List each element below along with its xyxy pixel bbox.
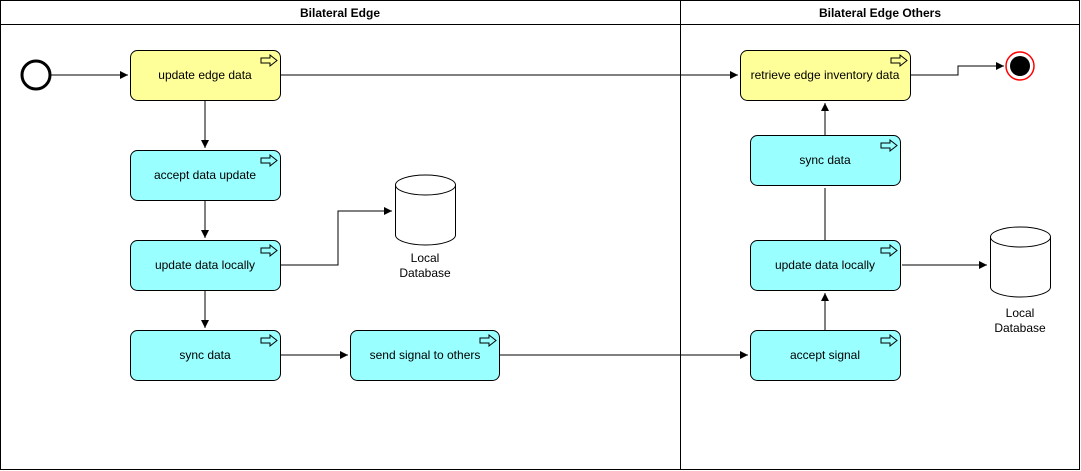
lane-title-bilateral-edge: Bilateral Edge (300, 6, 380, 20)
db-label-line2: Database (994, 321, 1046, 335)
activity-sync-data-left[interactable]: sync data (130, 330, 281, 381)
node-label: send signal to others (370, 348, 481, 362)
right-arrow-icon (479, 333, 497, 348)
activity-update-data-locally-left[interactable]: update data locally (130, 240, 281, 291)
right-arrow-icon (880, 243, 898, 258)
right-arrow-icon (260, 53, 278, 68)
node-label: accept signal (790, 348, 860, 362)
activity-sync-data-right[interactable]: sync data (750, 135, 901, 186)
database-right[interactable]: Local Database (990, 226, 1051, 335)
node-label: update edge data (158, 68, 252, 82)
activity-send-signal-to-others[interactable]: send signal to others (350, 330, 500, 381)
lane-title-bilateral-edge-others: Bilateral Edge Others (819, 6, 941, 20)
activity-accept-signal[interactable]: accept signal (750, 330, 901, 381)
activity-update-data-locally-right[interactable]: update data locally (750, 240, 901, 291)
cylinder-icon (990, 226, 1051, 298)
right-arrow-icon (890, 53, 908, 68)
right-arrow-icon (880, 333, 898, 348)
edge-update-locally-to-db-left (280, 207, 392, 266)
node-label: update data locally (155, 258, 255, 272)
node-label: update data locally (775, 258, 875, 272)
activity-retrieve-edge-inventory-data[interactable]: retrieve edge inventory data (740, 50, 911, 101)
db-label-line1: Local (411, 251, 440, 265)
edge-retrieve-to-end (910, 62, 1004, 76)
node-label: sync data (799, 153, 851, 167)
cylinder-icon (395, 174, 456, 246)
node-label: accept data update (154, 168, 256, 182)
right-arrow-icon (260, 153, 278, 168)
db-label-line2: Database (399, 266, 451, 280)
start-node (20, 59, 52, 91)
activity-accept-data-update[interactable]: accept data update (130, 150, 281, 201)
node-label: retrieve edge inventory data (751, 68, 900, 82)
flow-edges (51, 62, 1004, 359)
right-arrow-icon (260, 243, 278, 258)
node-label: sync data (179, 348, 231, 362)
end-node (1005, 51, 1035, 81)
right-arrow-icon (260, 333, 278, 348)
database-left[interactable]: Local Database (395, 174, 456, 280)
db-label-line1: Local (1006, 306, 1035, 320)
activity-update-edge-data[interactable]: update edge data (130, 50, 281, 101)
right-arrow-icon (880, 138, 898, 153)
